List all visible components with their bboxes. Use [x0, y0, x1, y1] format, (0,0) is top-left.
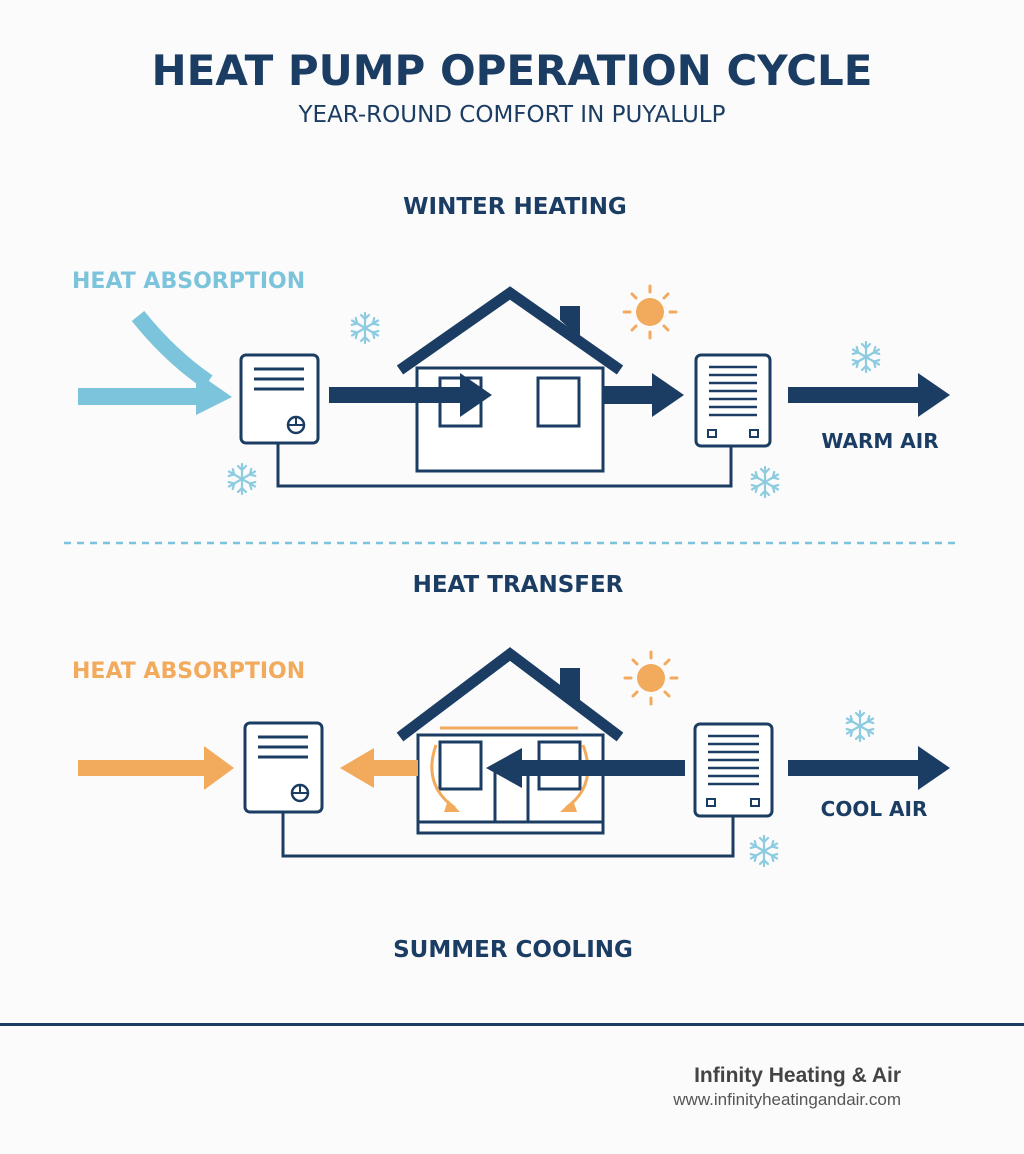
summer-indoor-unit-icon — [693, 722, 774, 818]
snowflake-icon — [843, 709, 877, 743]
winter-refrigerant-line — [276, 443, 733, 488]
winter-house-icon — [396, 286, 624, 473]
sun-icon — [623, 650, 679, 706]
summer-refrigerant-line — [281, 812, 735, 858]
snowflake-icon — [747, 834, 781, 868]
summer-heading: SUMMER COOLING — [393, 937, 633, 963]
winter-output-label: WARM AIR — [821, 429, 938, 453]
summer-orange-return-arrow — [340, 748, 418, 788]
transfer-heading: HEAT TRANSFER — [413, 572, 624, 598]
winter-absorption-label: HEAT ABSORPTION — [72, 269, 305, 294]
summer-outdoor-unit-icon — [243, 721, 324, 814]
page-subtitle: YEAR-ROUND COMFORT IN PUYALULP — [297, 102, 725, 128]
footer-url: www.infinityheatingandair.com — [673, 1090, 901, 1109]
summer-inflow-arrow — [78, 746, 234, 790]
snowflake-icon — [849, 340, 883, 374]
page-title: HEAT PUMP OPERATION CYCLE — [152, 46, 873, 95]
winter-heading: WINTER HEATING — [403, 194, 627, 220]
footer-divider — [0, 1023, 1024, 1026]
summer-navy-flow-arrow — [486, 748, 685, 788]
winter-curved-inflow-arrow — [131, 310, 213, 389]
summer-output-arrow — [788, 746, 950, 790]
winter-outdoor-unit-icon — [239, 353, 320, 445]
winter-inflow-arrow — [78, 372, 232, 415]
summer-absorption-label: HEAT ABSORPTION — [72, 659, 305, 684]
footer-brand: Infinity Heating & Air — [694, 1064, 901, 1087]
winter-flow-arrow-out-house — [603, 373, 684, 417]
summer-house-icon — [396, 647, 624, 835]
snowflake-icon — [225, 462, 259, 496]
sun-icon — [622, 284, 678, 340]
snowflake-icon — [748, 465, 782, 499]
winter-flow-arrow-into-house — [329, 373, 492, 417]
winter-indoor-unit-icon — [694, 353, 772, 448]
snowflake-icon — [348, 311, 382, 345]
winter-output-arrow — [788, 373, 950, 417]
summer-output-label: COOL AIR — [821, 797, 928, 821]
